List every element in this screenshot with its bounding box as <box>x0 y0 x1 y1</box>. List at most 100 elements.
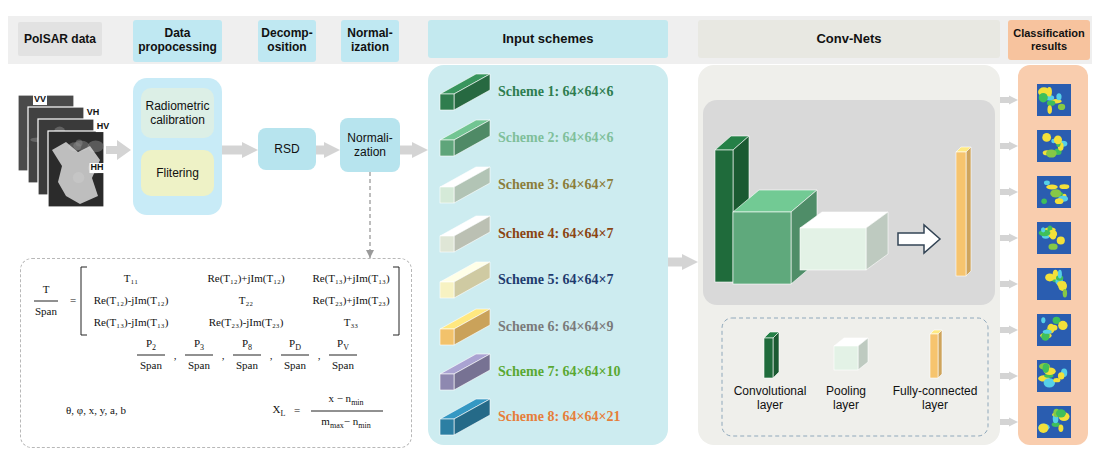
formula-part: mmax− nmin <box>321 415 370 431</box>
node-art <box>1018 65 1088 445</box>
label: HV <box>96 122 111 132</box>
flow-arrow <box>106 140 131 160</box>
column-header: Conv-Nets <box>698 20 1000 58</box>
flow-arrow <box>1000 143 1009 149</box>
layer-block <box>764 332 779 378</box>
formula-text: = <box>294 404 300 416</box>
sar-image <box>48 131 104 207</box>
process-box: Radiometric calibration <box>141 88 214 138</box>
formula-part: Span <box>140 359 162 372</box>
formula-text: 3 <box>200 343 204 352</box>
legend-text: Pooling layer <box>814 384 878 413</box>
formula-part: XL <box>273 403 286 419</box>
flow-arrow <box>1000 281 1009 287</box>
flow-arrow <box>1000 373 1009 379</box>
formula-part: T₁₁ <box>124 272 138 285</box>
formula-part: , <box>222 349 225 362</box>
process-box: Normal-izationNormali-zation <box>340 118 400 172</box>
node-art <box>428 65 668 445</box>
box-text: RSD <box>274 142 299 156</box>
header-band <box>8 16 1092 64</box>
flow-arrow <box>400 146 412 155</box>
formula-text: X <box>273 403 281 415</box>
label: Scheme 1: 64×64×6 <box>498 84 614 100</box>
formula-part: P8 <box>242 337 252 353</box>
result-map <box>1037 268 1071 300</box>
layer-block <box>834 338 868 370</box>
formula-part: Span <box>35 305 57 318</box>
formula-text: Re(T₁₃)-jIm(T₁₃) <box>94 316 169 328</box>
formula-text: , <box>222 349 225 361</box>
legend-frame <box>722 318 988 436</box>
formula-text: V <box>343 343 349 352</box>
formula-part: Re(T₁₂)+jIm(T₁₂) <box>207 272 284 285</box>
network-area <box>703 100 995 305</box>
formula-part: x − nmin <box>328 392 363 408</box>
formula-text: Span <box>35 305 57 317</box>
flow-arrow <box>1000 419 1009 425</box>
box-text: Flitering <box>156 166 199 180</box>
flow-arrow <box>316 146 324 155</box>
formula-part: T <box>43 283 50 296</box>
header-box: PolSAR data <box>18 22 102 56</box>
formula-part: , <box>174 349 177 362</box>
result-map <box>1037 406 1071 438</box>
result-panel: Classification results <box>1018 65 1088 445</box>
process-panel: Radiometric calibrationFliteringData pro… <box>133 78 222 215</box>
layer-block <box>440 309 490 345</box>
flow-arrow <box>1000 235 1009 241</box>
label: VV <box>33 95 47 105</box>
column-header: Data propocessing <box>133 20 222 62</box>
hollow-arrow <box>898 225 940 253</box>
result-map <box>1037 84 1071 116</box>
formula-box: T Span = T₁₁ Re(T₁₂)+jIm(T₁₂) Re(T₁₃)+jIm(T₁₃… <box>20 258 412 448</box>
column-header: Classification results <box>1008 20 1090 60</box>
formula-text: min <box>358 421 370 430</box>
legend-text: Convolutional layer <box>730 384 810 413</box>
result-map <box>1037 360 1071 392</box>
scheme-panel: Input schemes <box>428 65 668 445</box>
label: Scheme 3: 64×64×7 <box>498 177 614 193</box>
formula-text: T₂₂ <box>239 294 253 306</box>
formula-text: Re(T₂₃)+jIm(T₂₃) <box>312 294 389 306</box>
formula-part: Re(T₁₃)+jIm(T₁₃) <box>312 272 389 285</box>
label: Scheme 8: 64×64×21 <box>498 409 621 425</box>
formula-text: P <box>289 337 295 349</box>
formula-text: , <box>270 349 273 361</box>
flow-arrow <box>668 258 682 267</box>
formula-part: Re(T₁₂)-jIm(T₁₂) <box>94 294 169 307</box>
result-map <box>1037 222 1071 254</box>
formula-text: Re(T₁₃)+jIm(T₁₃) <box>312 272 389 284</box>
formula-text: min <box>351 398 363 407</box>
formula-text: , <box>174 349 177 361</box>
formula-text: P <box>146 337 152 349</box>
layer-block <box>440 399 490 435</box>
label: Scheme 4: 64×64×7 <box>498 226 614 242</box>
result-map <box>1037 314 1071 346</box>
formula-text: T₁₁ <box>124 272 138 284</box>
formula-part: P3 <box>194 337 204 353</box>
formula-part: P2 <box>146 337 156 353</box>
label: Scheme 2: 64×64×6 <box>498 130 614 146</box>
formula-text: Re(T₂₃)-jIm(T₂₃) <box>209 316 284 328</box>
formula-part: , <box>270 349 273 362</box>
formula-text: L <box>281 409 286 418</box>
result-map <box>1037 130 1071 162</box>
formula-text: P <box>337 337 343 349</box>
label: Scheme 7: 64×64×10 <box>498 364 621 380</box>
layer-block <box>440 262 490 298</box>
formula-text: T <box>43 283 50 295</box>
formula-part: Re(T₂₃)+jIm(T₂₃) <box>312 294 389 307</box>
process-box: Decomp-ositionRSD <box>258 128 316 170</box>
flow-arrow <box>369 172 370 258</box>
formula-text: = <box>70 294 76 306</box>
formula-text: Span <box>140 359 162 371</box>
formula-part: T₂₂ <box>239 294 253 307</box>
formula-part: PD <box>289 337 301 353</box>
flow-arrow <box>222 146 242 155</box>
formula-text: m <box>321 415 330 427</box>
formula-text: Re(T₁₂)-jIm(T₁₂) <box>94 294 169 306</box>
formula-part: Span <box>284 359 306 372</box>
formula-text: 2 <box>152 343 156 352</box>
formula-part: Span <box>188 359 210 372</box>
